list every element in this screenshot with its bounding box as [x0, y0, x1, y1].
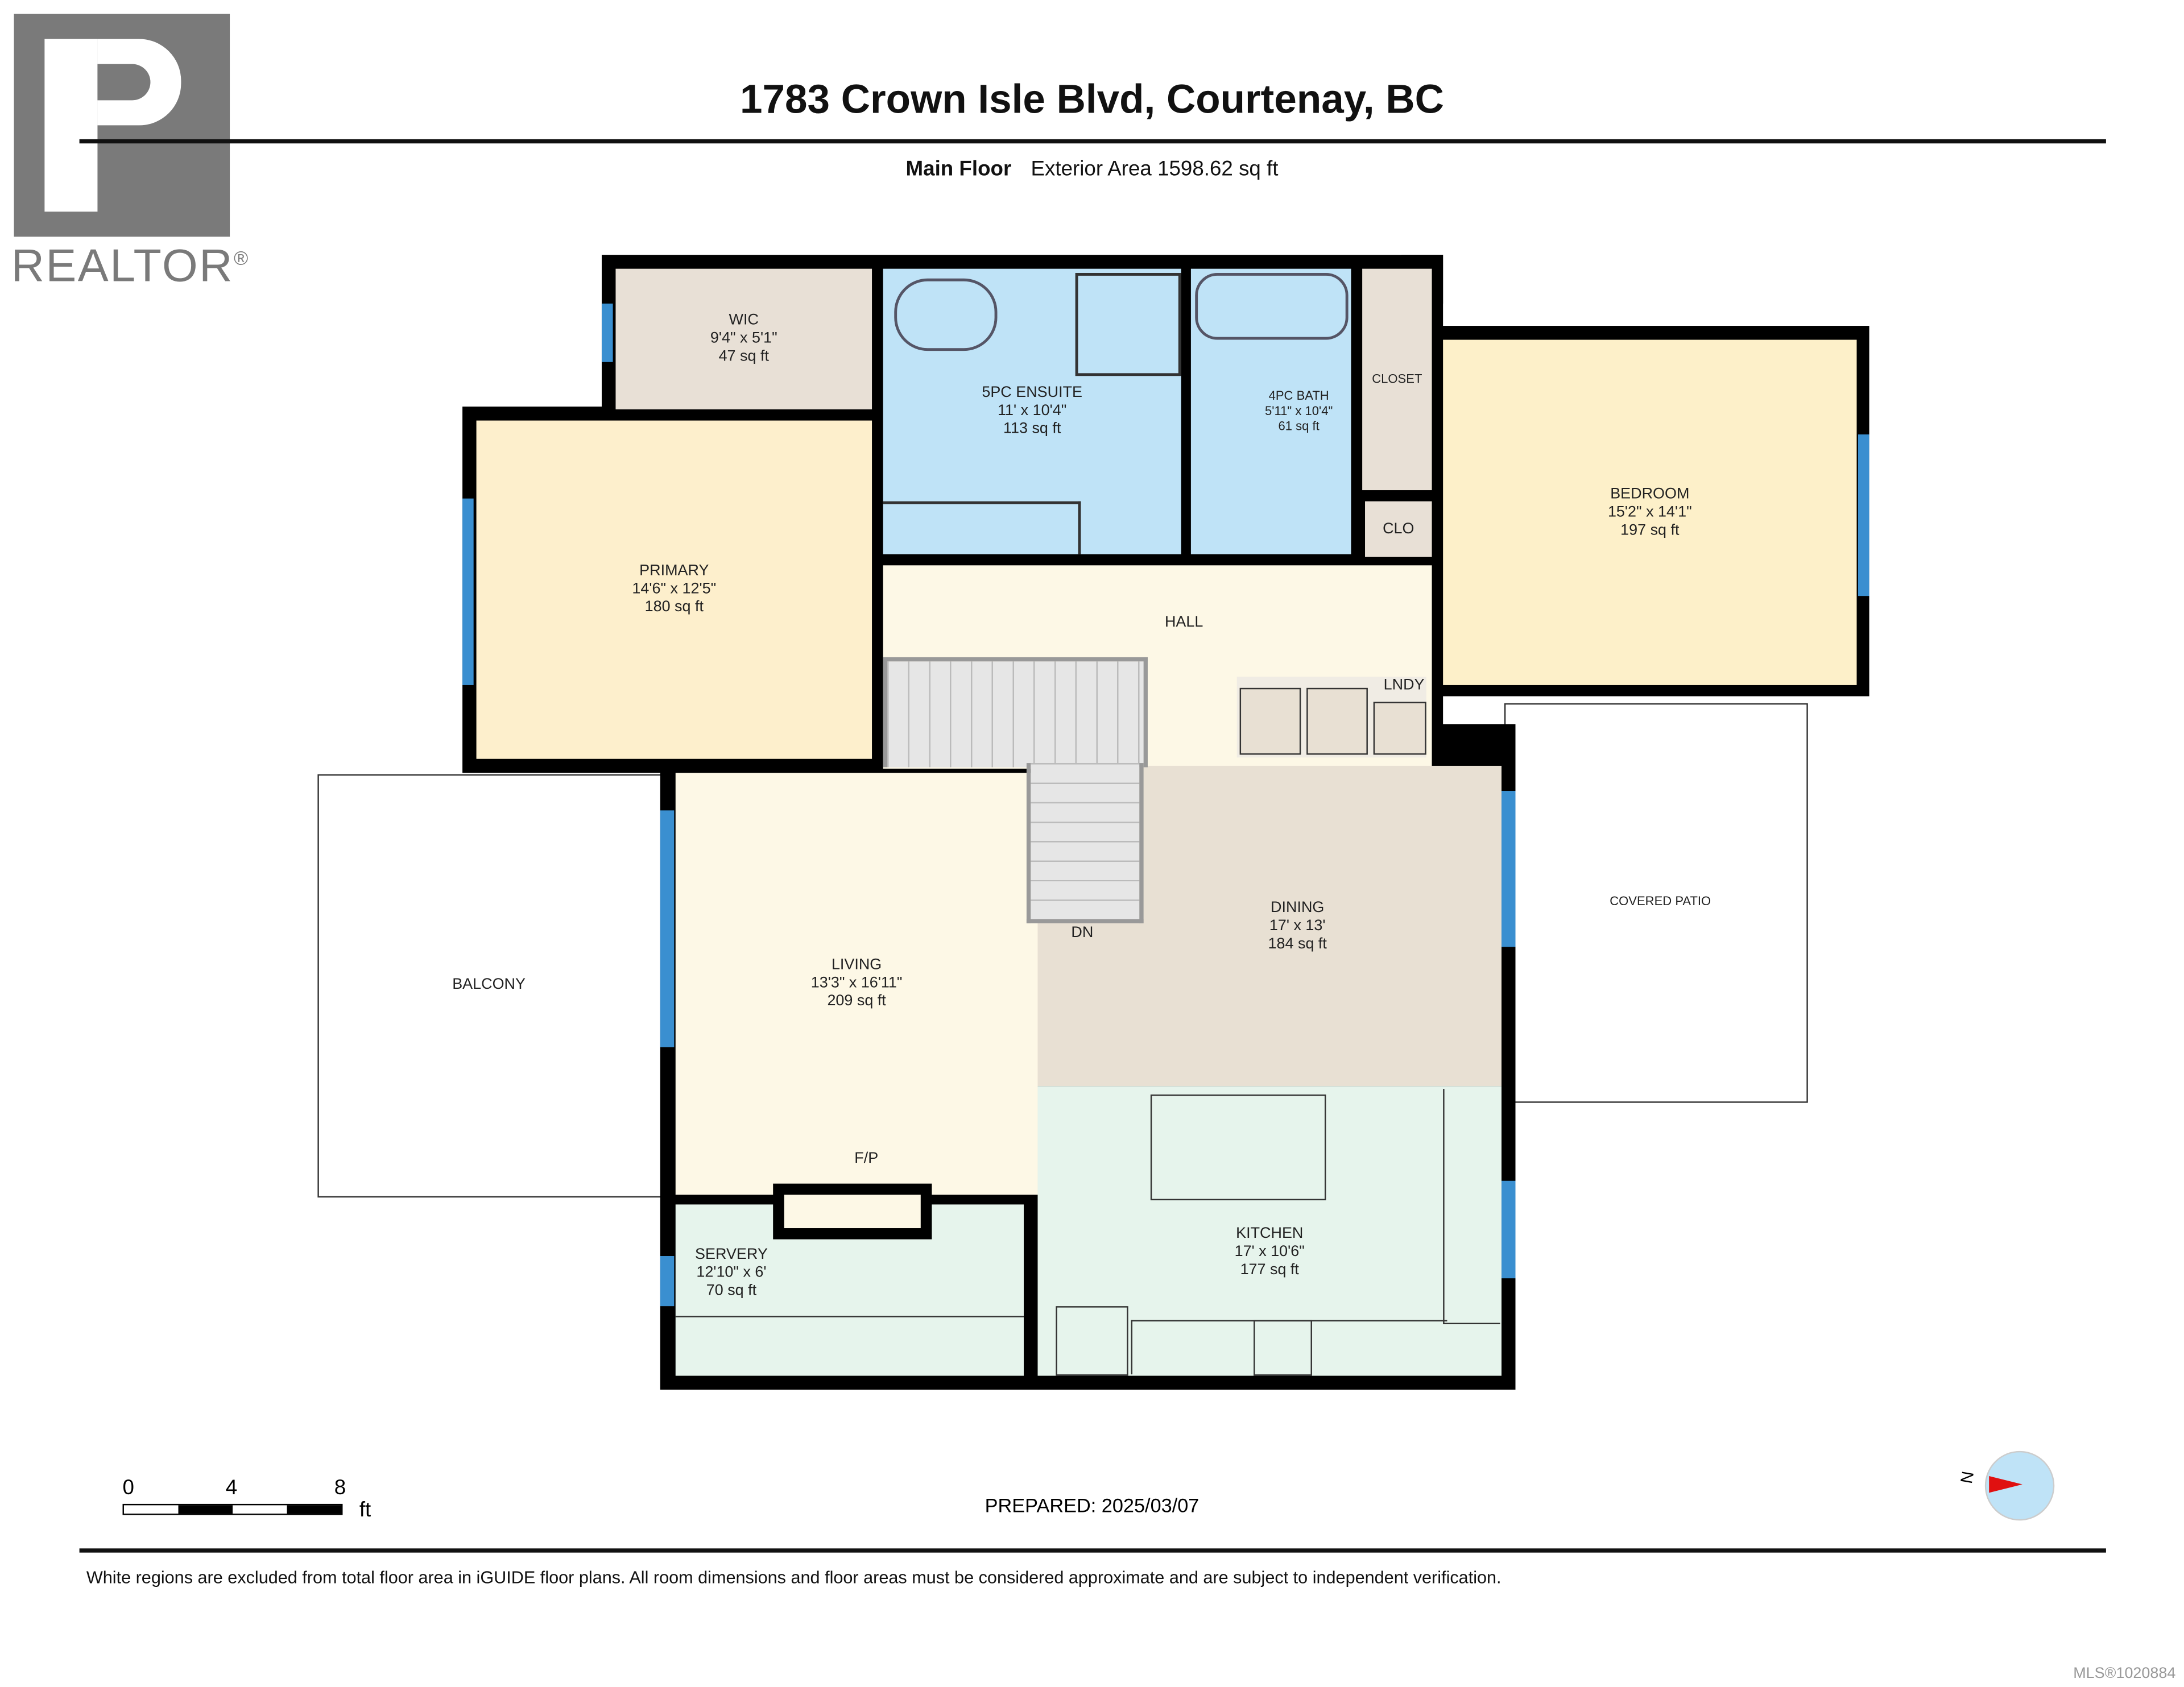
stairs — [883, 657, 1148, 768]
dryer — [1306, 687, 1368, 755]
realtor-logo-text: REALTOR® — [11, 239, 250, 291]
kitchen-counter — [1443, 1089, 1500, 1324]
room-closet: CLOSET — [1362, 268, 1432, 491]
ensuite-vanity — [883, 501, 1081, 554]
laundry-sink — [1373, 702, 1426, 755]
ensuite-shower — [1075, 273, 1181, 376]
realtor-logo — [14, 14, 230, 237]
kitchen-island — [1150, 1094, 1326, 1201]
stove — [1254, 1320, 1312, 1376]
ensuite-tub — [894, 278, 998, 351]
prepared-date: PREPARED: 2025/03/07 — [985, 1494, 1199, 1516]
mls-number: MLS®1020884 — [2073, 1665, 2176, 1682]
page-title: 1783 Crown Isle Blvd, Courtenay, BC — [740, 78, 1445, 123]
fridge — [1056, 1306, 1128, 1376]
washer — [1239, 687, 1301, 755]
stairs-run — [1026, 763, 1144, 923]
fireplace-label: F/P — [854, 1150, 879, 1167]
scale-bar: 0 4 8 ft — [122, 1475, 371, 1522]
laundry-label: LNDY — [1383, 677, 1425, 694]
balcony — [317, 774, 663, 1198]
disclaimer: White regions are excluded from total fl… — [86, 1568, 1502, 1587]
room-clo: CLO — [1365, 501, 1432, 557]
patio-label: COVERED PATIO — [1610, 894, 1711, 908]
balcony-label: BALCONY — [452, 976, 526, 993]
bath-tub — [1195, 273, 1349, 340]
hall-label: HALL — [1164, 614, 1203, 631]
fireplace — [773, 1183, 932, 1240]
header-rule — [79, 139, 2106, 144]
servery-counter — [675, 1316, 1024, 1317]
stairs-down-label: DN — [1071, 925, 1094, 942]
compass-icon: N — [1956, 1448, 2055, 1525]
covered-patio — [1504, 703, 1808, 1103]
footer-rule — [79, 1548, 2106, 1553]
